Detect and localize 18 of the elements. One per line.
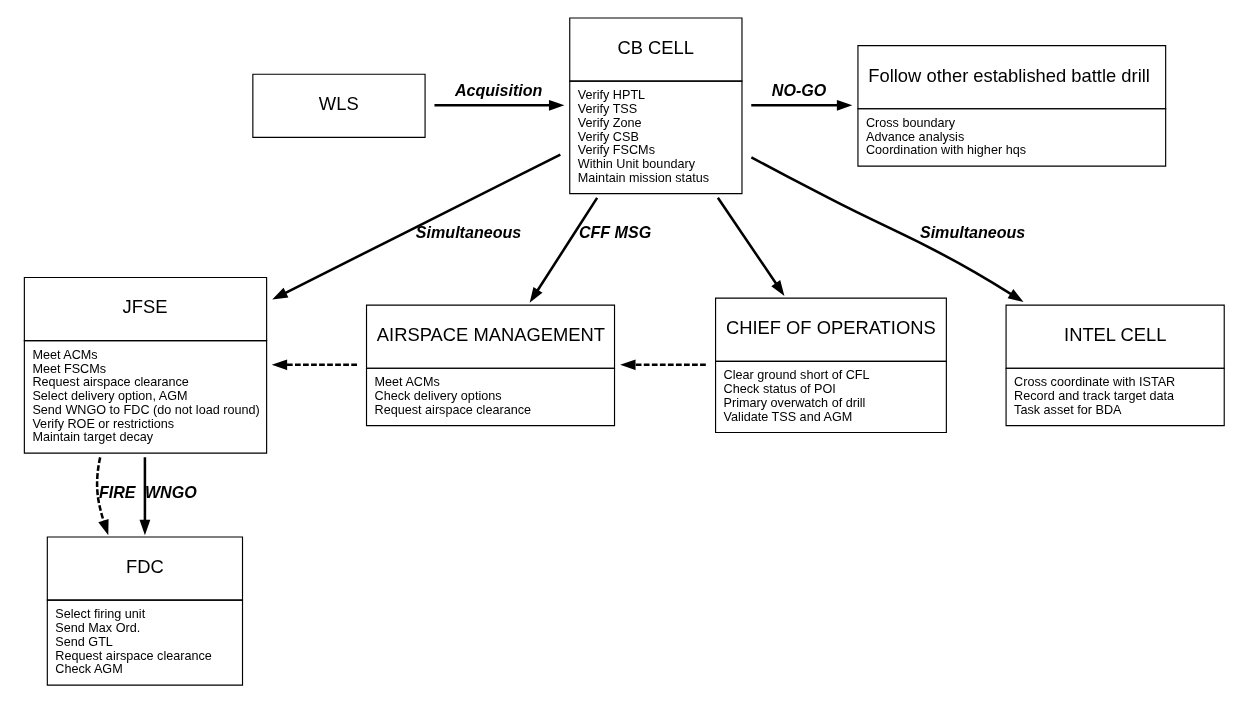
edge-label: CFF MSG	[578, 223, 651, 242]
edge-label: NO-GO	[771, 81, 826, 100]
edge-label: FIRE	[98, 482, 136, 501]
arrow	[619, 359, 706, 371]
arrow	[271, 153, 561, 300]
edge-label: WNGO	[144, 482, 197, 501]
arrow	[750, 156, 1024, 302]
arrow	[529, 197, 598, 303]
node-box: WLS	[251, 73, 426, 138]
arrow	[750, 99, 852, 111]
arrow	[95, 457, 109, 536]
edge-label: Simultaneous	[415, 223, 521, 242]
arrow	[716, 197, 784, 296]
edge-label: Acquisition	[454, 81, 542, 100]
edge-label: Simultaneous	[919, 223, 1025, 242]
arrow	[271, 359, 357, 371]
arrow	[433, 99, 564, 111]
arrow	[139, 457, 150, 536]
